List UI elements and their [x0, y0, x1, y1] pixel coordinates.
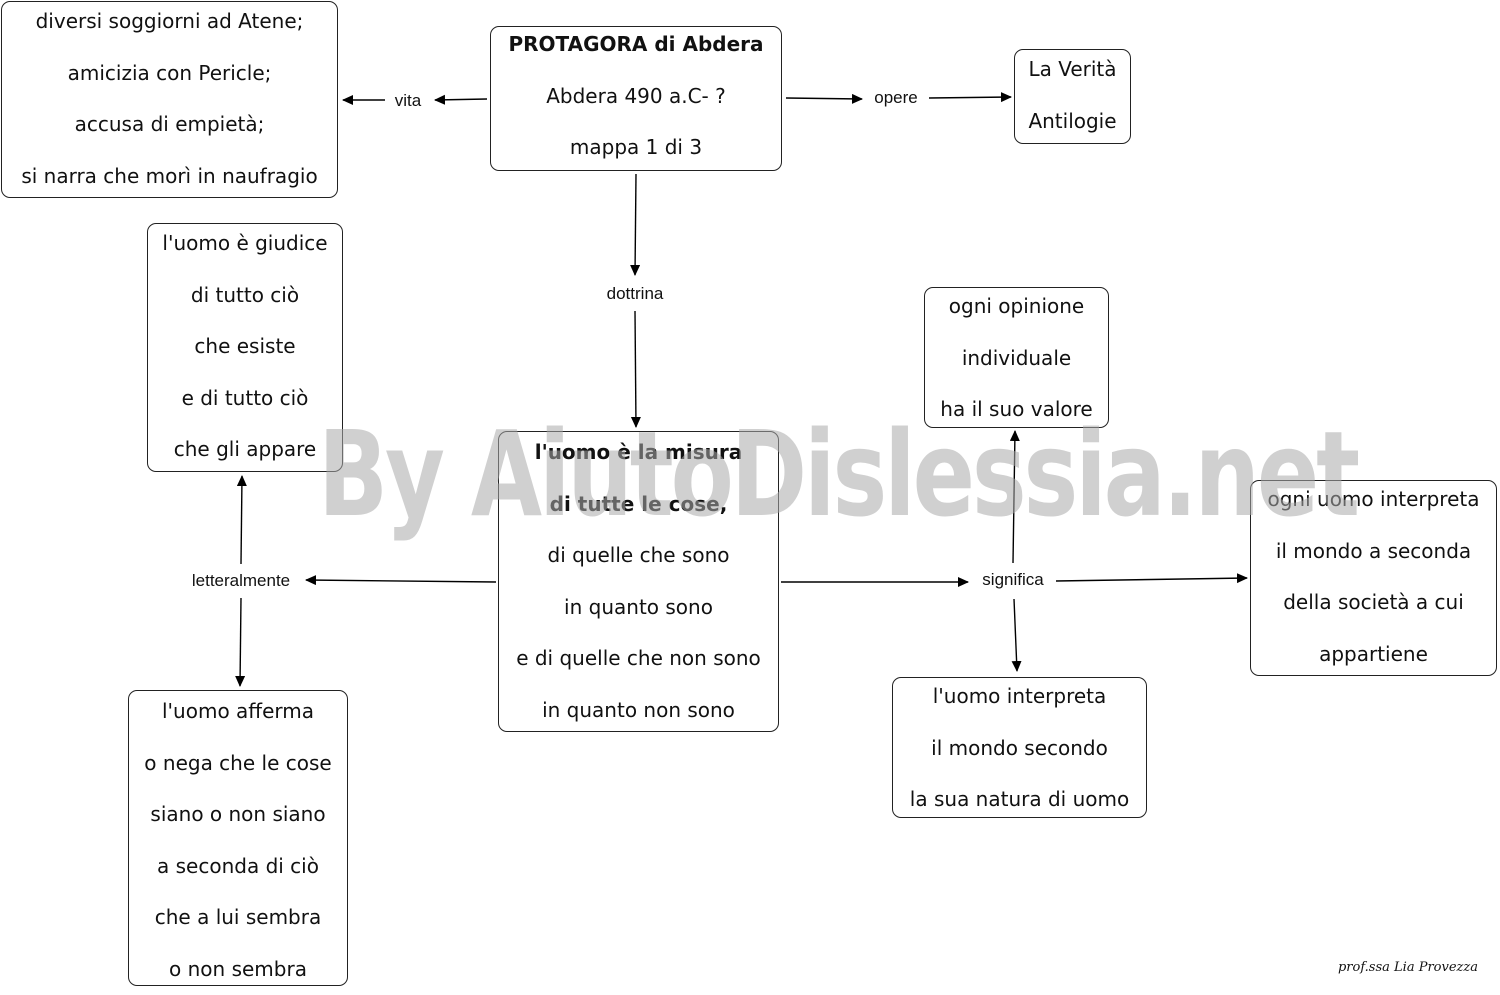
node-societa-line: il mondo a seconda: [1251, 526, 1496, 578]
node-societa-line: ogni uomo interpreta: [1251, 474, 1496, 526]
node-misura: l'uomo è la misura di tutte le cose, di …: [498, 431, 779, 732]
node-protagora-line: Abdera 490 a.C- ?: [491, 71, 781, 123]
node-natura-line: l'uomo interpreta: [893, 671, 1146, 723]
node-giudice-line: l'uomo è giudice: [148, 218, 342, 270]
node-natura-line: il mondo secondo: [893, 723, 1146, 775]
node-afferma: l'uomo afferma o nega che le cose siano …: [128, 690, 348, 986]
node-vita-line: diversi soggiorni ad Atene;: [2, 0, 337, 48]
node-protagora-title: PROTAGORA di Abdera: [491, 19, 781, 71]
node-natura: l'uomo interpreta il mondo secondo la su…: [892, 677, 1147, 818]
node-misura-bold-line: l'uomo è la misura: [499, 427, 778, 479]
node-giudice-line: che gli appare: [148, 424, 342, 476]
node-giudice-line: e di tutto ciò: [148, 373, 342, 425]
node-protagora: PROTAGORA di Abdera Abdera 490 a.C- ? ma…: [490, 26, 782, 171]
node-opinione-line: ha il suo valore: [925, 384, 1108, 436]
link-significa-to-natura: [1014, 599, 1017, 671]
node-afferma-line: o nega che le cose: [129, 738, 347, 790]
node-societa: ogni uomo interpreta il mondo a seconda …: [1250, 480, 1497, 676]
node-opinione: ogni opinione individuale ha il suo valo…: [924, 287, 1109, 428]
link-dottrina-to-misura: [635, 311, 636, 427]
node-misura-line: in quanto sono: [499, 582, 778, 634]
node-afferma-line: a seconda di ciò: [129, 841, 347, 893]
link-letteralmente-to-afferma: [240, 598, 241, 686]
node-afferma-line: siano o non siano: [129, 789, 347, 841]
link-significa-to-opinione: [1013, 431, 1015, 563]
node-vita-line: si narra che morì in naufragio: [2, 151, 337, 203]
node-protagora-line: mappa 1 di 3: [491, 122, 781, 174]
node-opere-line: La Verità: [1015, 44, 1130, 96]
node-giudice: l'uomo è giudice di tutto ciò che esiste…: [147, 223, 343, 472]
link-significa-to-societa: [1056, 578, 1247, 581]
node-afferma-line: o non sembra: [129, 944, 347, 995]
link-opere-to-box: [929, 97, 1011, 98]
node-vita: diversi soggiorni ad Atene; amicizia con…: [1, 1, 338, 198]
node-opinione-line: ogni opinione: [925, 281, 1108, 333]
link-label-opere: opere: [871, 88, 920, 108]
node-societa-line: appartiene: [1251, 629, 1496, 681]
link-main-to-dottrina: [635, 174, 636, 275]
node-afferma-line: l'uomo afferma: [129, 686, 347, 738]
node-misura-line: e di quelle che non sono: [499, 633, 778, 685]
node-opinione-line: individuale: [925, 333, 1108, 385]
node-natura-line: la sua natura di uomo: [893, 774, 1146, 826]
link-main-to-opere: [786, 98, 862, 99]
link-label-vita: vita: [392, 91, 424, 111]
node-societa-line: della società a cui: [1251, 577, 1496, 629]
link-main-to-vita: [435, 99, 487, 100]
link-label-significa: significa: [979, 570, 1046, 590]
node-giudice-line: di tutto ciò: [148, 270, 342, 322]
link-label-letteralmente: letteralmente: [189, 571, 293, 591]
link-letteralmente-to-giudice: [241, 476, 242, 564]
node-vita-line: accusa di empietà;: [2, 99, 337, 151]
node-misura-bold-line: di tutte le cose,: [499, 479, 778, 531]
node-misura-line: di quelle che sono: [499, 530, 778, 582]
node-giudice-line: che esiste: [148, 321, 342, 373]
link-label-dottrina: dottrina: [604, 284, 667, 304]
node-misura-line: in quanto non sono: [499, 685, 778, 737]
node-opere-line: Antilogie: [1015, 96, 1130, 148]
link-misura-to-letteralmente: [306, 580, 496, 582]
node-afferma-line: che a lui sembra: [129, 892, 347, 944]
node-vita-line: amicizia con Pericle;: [2, 48, 337, 100]
author-signature: prof.ssa Lia Provezza: [1338, 960, 1478, 975]
node-opere: La Verità Antilogie: [1014, 49, 1131, 144]
